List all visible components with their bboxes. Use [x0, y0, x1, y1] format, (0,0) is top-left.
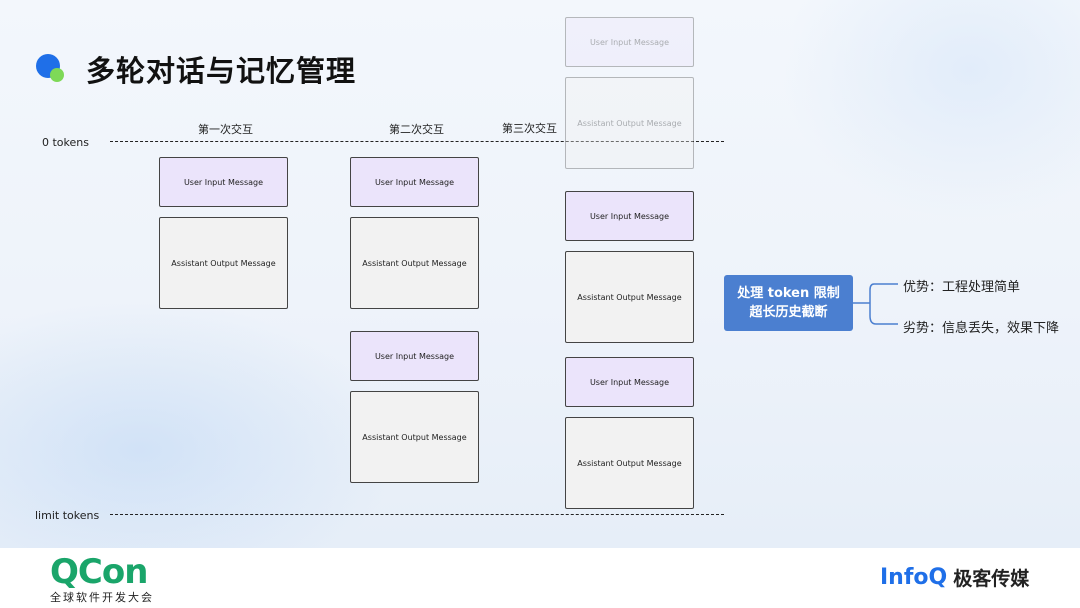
column-label-3: 第三次交互 [502, 122, 557, 135]
strategy-node: 处理 token 限制 超长历史截断 [724, 275, 853, 331]
page-title: 多轮对话与记忆管理 [86, 54, 357, 88]
branch-connector [853, 283, 898, 325]
user-message-box: User Input Message [159, 157, 288, 207]
token-zero-line [110, 141, 724, 142]
pros-text: 优势：工程处理简单 [903, 280, 1021, 295]
background-glow [780, 0, 1080, 220]
user-message-box: User Input Message [565, 191, 694, 241]
slide-canvas: 多轮对话与记忆管理 0 tokens limit tokens 第一次交互 第二… [0, 0, 1080, 548]
footer [0, 548, 1080, 608]
infoq-chinese-name: 极客传媒 [953, 568, 1030, 590]
assistant-message-box: Assistant Output Message [350, 217, 479, 309]
user-message-box: User Input Message [350, 157, 479, 207]
assistant-message-box: Assistant Output Message [565, 417, 694, 509]
column-label-2: 第二次交互 [389, 123, 444, 136]
strategy-line-2: 超长历史截断 [749, 305, 828, 320]
qcon-wordmark: QCon [50, 552, 148, 592]
token-zero-label: 0 tokens [42, 136, 89, 149]
token-limit-line [110, 514, 724, 515]
assistant-message-box: Assistant Output Message [159, 217, 288, 309]
title-bullet-icon [36, 54, 64, 82]
infoq-wordmark: InfoQ [880, 565, 948, 590]
qcon-logo: QCon 全球软件开发大会 [50, 555, 154, 605]
assistant-message-box: Assistant Output Message [565, 251, 694, 343]
assistant-message-box: Assistant Output Message [350, 391, 479, 483]
infoq-logo: InfoQ 极客传媒 [880, 564, 1029, 591]
user-message-box: User Input Message [350, 331, 479, 381]
truncated-user-message-box: User Input Message [565, 17, 694, 67]
qcon-subtitle: 全球软件开发大会 [50, 591, 154, 604]
strategy-line-1: 处理 token 限制 [737, 286, 840, 301]
token-limit-label: limit tokens [35, 509, 100, 522]
column-label-1: 第一次交互 [198, 123, 253, 136]
user-message-box: User Input Message [565, 357, 694, 407]
cons-text: 劣势：信息丢失，效果下降 [903, 321, 1060, 336]
truncated-assistant-message-box: Assistant Output Message [565, 77, 694, 169]
